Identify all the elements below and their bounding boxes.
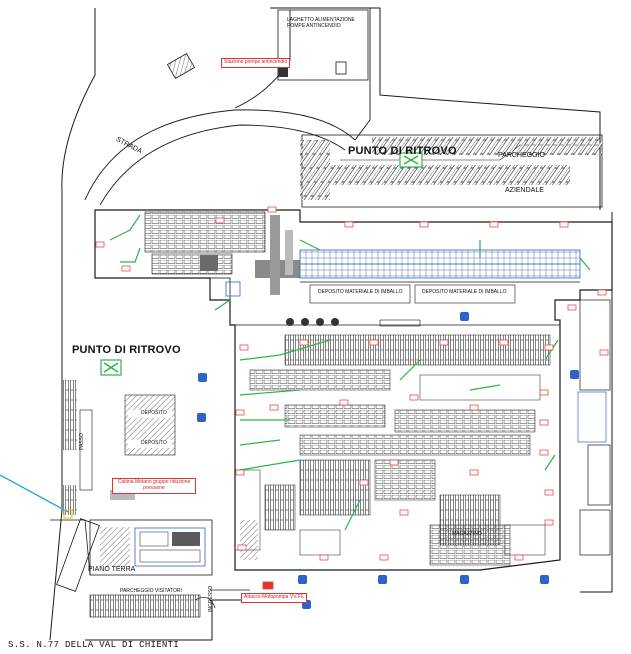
- meeting-point-west-icon: [100, 359, 122, 376]
- pointer-line: [0, 474, 73, 519]
- deposito-strip: [309, 284, 516, 327]
- deposit-box-1-label: DEPOSITO: [141, 410, 167, 416]
- pump-station-symbol: [166, 53, 288, 79]
- pump-station-label: Stazione pompe antincendio: [221, 58, 291, 68]
- passage-label: PASSO: [79, 433, 85, 450]
- visitor-parking-label: PARCHEGGIO VISITATORI: [120, 588, 182, 594]
- west-deposit-blocks: [79, 394, 176, 500]
- entrance-label: INGRESSO: [208, 585, 214, 612]
- meeting-point-north-label: PUNTO DI RITROVO: [348, 145, 457, 157]
- parking-company-label: AZIENDALE: [505, 187, 544, 194]
- production-line: [225, 249, 581, 297]
- ground-floor-label: PIANO TERRA: [88, 566, 136, 573]
- east-annex: [577, 299, 611, 556]
- deposit-room-2-label: DEPOSITO MATERIALE DI IMBALLO: [422, 289, 507, 295]
- access-road: [84, 8, 371, 206]
- deposit-box-2-label: DEPOSITO: [141, 440, 167, 446]
- entrance: [50, 518, 250, 592]
- upper-racks: [144, 211, 300, 295]
- meeting-point-west-label: PUNTO DI RITROVO: [72, 344, 181, 356]
- pond-label: LAGHETTO ALIMENTAZIONE POMPE ANTINCENDIO: [287, 17, 355, 29]
- site-boundary: [49, 7, 613, 641]
- meeting-point-north-icon: [399, 152, 423, 168]
- parking-label: PARCHEGGIO: [498, 152, 545, 159]
- gas-cabin-label: Cabina Metano gruppo riduzione pressione: [112, 478, 196, 494]
- equipment-symbols: [197, 312, 579, 609]
- deposit-room-1-label: DEPOSITO MATERIALE DI IMBALLO: [318, 289, 403, 295]
- trees: [286, 318, 339, 326]
- production-halls: [234, 334, 551, 566]
- fire-brigade-connection-label: Attacco Motopompa VV.FF.: [241, 593, 308, 603]
- north-parking: [300, 134, 603, 208]
- west-parking: [63, 380, 77, 515]
- fire-equipment-markers: [95, 206, 609, 590]
- pond-area: [277, 9, 369, 81]
- office-block: [89, 519, 213, 576]
- state-road-label: S.S. N.77 DELLA VAL DI CHIENTI: [8, 640, 180, 650]
- warehouse-label: MAGAZZINO: [452, 531, 482, 537]
- visitor-parking: [89, 594, 216, 618]
- exit-routes: [109, 214, 591, 531]
